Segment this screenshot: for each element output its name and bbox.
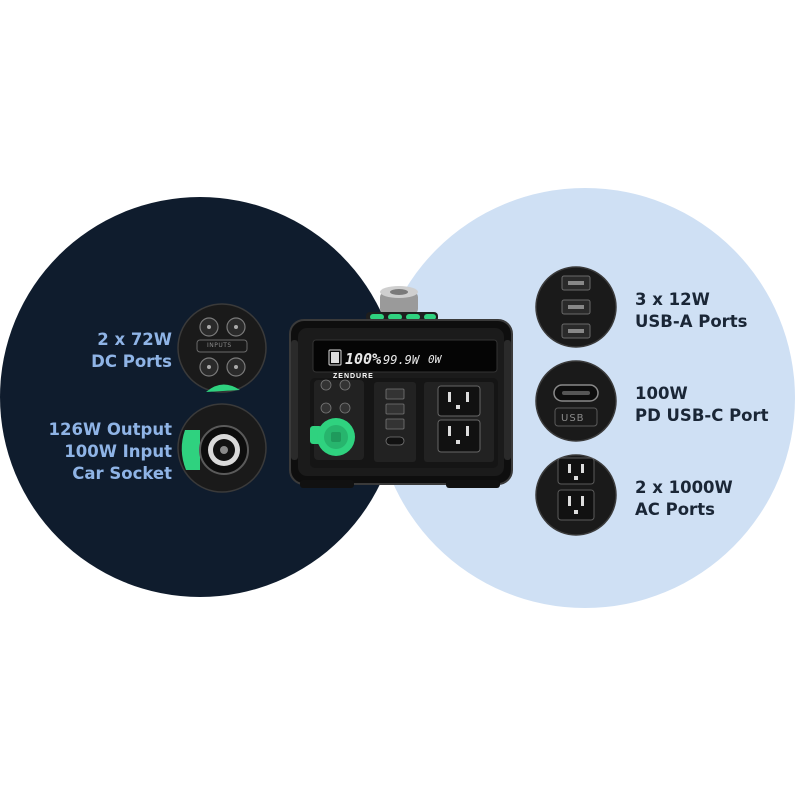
power-station	[289, 286, 513, 488]
display-input-power: 99.9W	[383, 353, 420, 367]
display-output-power: 0W	[428, 353, 442, 366]
car-socket-label: 126W Output 100W Input Car Socket	[48, 420, 173, 483]
usb-a-thumbnail	[535, 266, 617, 348]
usb-c-marking: USB	[561, 413, 585, 424]
dc-ports-thumbnail	[177, 303, 267, 393]
usb-a-label: 3 x 12W USB-A Ports	[635, 290, 748, 331]
car-socket-thumbnail	[177, 403, 267, 493]
ac-thumbnail	[535, 454, 617, 536]
dc-ports-label: 2 x 72W DC Ports	[91, 330, 172, 371]
ac-ports-label: 2 x 1000W AC Ports	[635, 478, 733, 519]
dark-circle	[0, 197, 400, 597]
brand-logo: ZENDURE	[333, 373, 374, 380]
usb-c-label: 100W PD USB-C Port	[635, 384, 769, 425]
usb-c-thumbnail	[535, 360, 617, 442]
dc-inputs-marking: INPUTS	[207, 342, 232, 349]
display-battery-level: 100%	[345, 350, 382, 368]
